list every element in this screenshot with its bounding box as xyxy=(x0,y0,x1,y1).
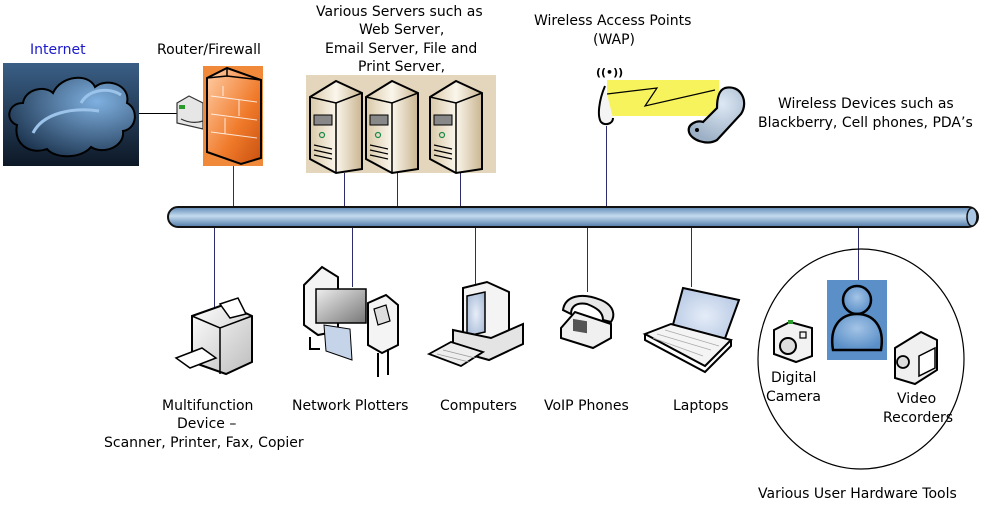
link-plotter xyxy=(352,227,353,287)
servers-label-1: Various Servers such as xyxy=(316,4,483,20)
user-tools-group-circle xyxy=(757,248,965,470)
computer-icon xyxy=(426,280,524,368)
user-icon xyxy=(827,280,887,360)
plotter-icon xyxy=(303,265,399,377)
phone-icon xyxy=(560,294,615,350)
mfd-label-1: Multifunction xyxy=(162,398,254,414)
link-voip xyxy=(587,227,588,292)
link-internet-router xyxy=(138,113,180,114)
computers-label: Computers xyxy=(440,398,517,414)
servers-label-4: Print Server, xyxy=(358,59,446,75)
server-icon xyxy=(306,75,496,175)
link-mfd xyxy=(214,227,215,312)
link-user xyxy=(858,227,859,280)
router-icon xyxy=(176,95,204,130)
video-label-1: Video xyxy=(897,391,937,407)
video-camera-icon xyxy=(894,330,938,386)
firewall-icon xyxy=(203,66,263,166)
link-server-3 xyxy=(460,172,461,207)
wap-label-1: Wireless Access Points xyxy=(534,13,692,29)
link-router xyxy=(233,165,234,207)
internet-label: Internet xyxy=(30,42,86,58)
wap-label-2: (WAP) xyxy=(593,32,636,48)
wireless-devices-label-2: Blackberry, Cell phones, PDA’s xyxy=(758,115,973,131)
laptop-icon xyxy=(642,286,741,374)
plotters-label: Network Plotters xyxy=(292,398,409,414)
link-wap xyxy=(606,126,607,207)
link-server-2 xyxy=(397,172,398,207)
video-label-2: Recorders xyxy=(883,410,954,426)
network-bus xyxy=(167,206,979,228)
camera-label-2: Camera xyxy=(766,389,821,405)
link-laptop xyxy=(691,227,692,287)
servers-label-3: Email Server, File and xyxy=(325,41,478,57)
router-label: Router/Firewall xyxy=(157,42,261,58)
printer-icon xyxy=(174,297,253,376)
wireless-access-point-icon xyxy=(597,80,719,126)
link-computer xyxy=(475,227,476,287)
laptops-label: Laptops xyxy=(673,398,729,414)
mfd-label-2: Device – xyxy=(177,416,237,432)
voip-label: VoIP Phones xyxy=(544,398,629,414)
cell-phone-icon xyxy=(687,86,746,144)
camera-icon xyxy=(773,320,813,364)
cloud-icon xyxy=(3,63,139,166)
servers-label-2: Web Server, xyxy=(359,22,445,38)
user-tools-group-label: Various User Hardware Tools xyxy=(758,486,957,502)
camera-label-1: Digital xyxy=(771,370,817,386)
wireless-devices-label-1: Wireless Devices such as xyxy=(778,96,954,112)
mfd-label-3: Scanner, Printer, Fax, Copier xyxy=(104,435,304,451)
wireless-signal-icon: ((•)) xyxy=(596,66,624,79)
link-server-1 xyxy=(344,172,345,207)
